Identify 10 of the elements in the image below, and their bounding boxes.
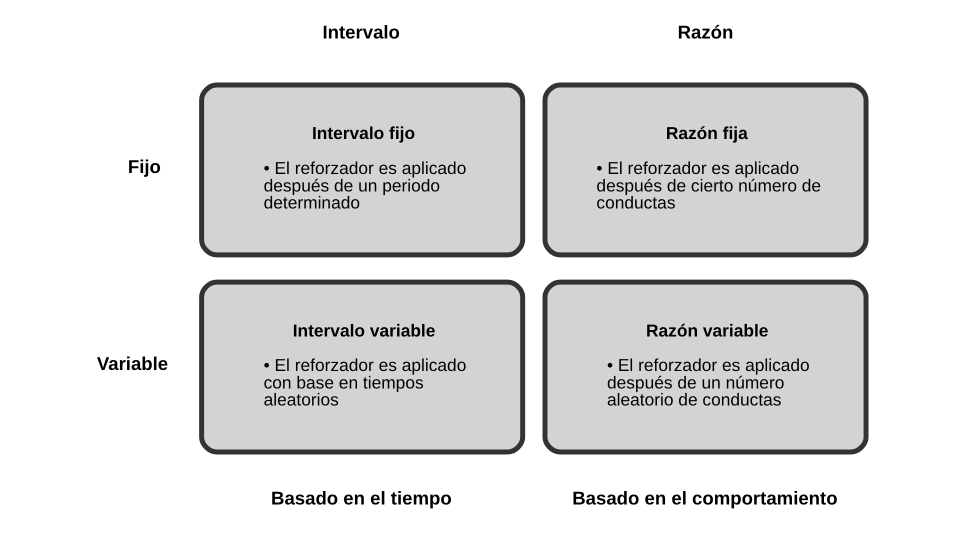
label: Basado en el tiempo bbox=[271, 488, 452, 509]
label: Intervalo bbox=[322, 22, 400, 43]
node-box: Razón fija • El reforzador es aplicado después de cierto número de conductas bbox=[542, 82, 869, 258]
label: Basado en el comportamiento bbox=[572, 488, 838, 509]
label: Fijo bbox=[128, 156, 161, 178]
node-box: Intervalo variable • El reforzador es aplicado con base en tiempos aleatorios bbox=[199, 280, 526, 454]
label: Variable bbox=[96, 353, 168, 374]
node-box: Razón variable • El reforzador es aplicado después de un número aleatorio de conductas bbox=[542, 280, 869, 454]
label: Razón bbox=[678, 22, 734, 43]
node-box: Intervalo fijo • El reforzador es aplicado después de un periodo determinado bbox=[199, 82, 526, 258]
